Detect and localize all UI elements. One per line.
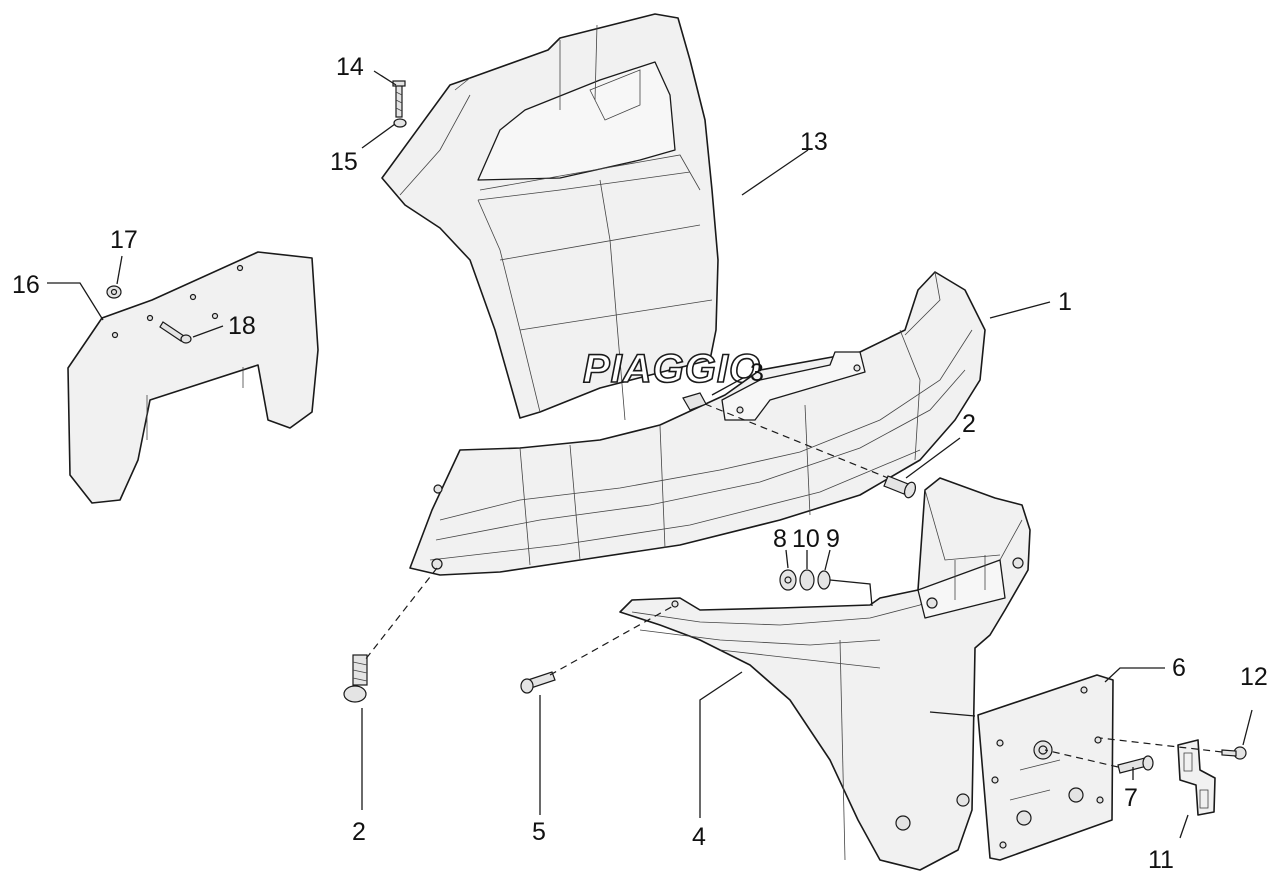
leader-lines <box>47 70 1253 839</box>
callout-9: 9 <box>826 525 840 553</box>
part-1-rear-body <box>409 271 986 576</box>
callout-13: 13 <box>800 128 828 156</box>
part-13-rear-carrier <box>381 13 719 421</box>
assembly-line-3-to-2 <box>704 403 889 479</box>
assembly-line-5 <box>549 604 676 676</box>
part-12-screw <box>1221 746 1247 760</box>
assembly-line-12 <box>1099 737 1223 753</box>
assembly-line-9-8 <box>829 579 873 607</box>
callout-6: 6 <box>1172 654 1186 682</box>
part-17-nut <box>106 285 122 299</box>
callout-2-upper: 2 <box>962 410 976 438</box>
callout-17: 17 <box>110 226 138 254</box>
brand-logo-text: PIAGGIO <box>583 347 761 391</box>
callout-5: 5 <box>532 818 546 846</box>
part-11-small-bracket <box>1177 739 1216 816</box>
callout-12: 12 <box>1240 663 1268 691</box>
part-5-screw <box>520 671 556 694</box>
part-9-washer <box>817 570 831 590</box>
part-2-screw-lower <box>343 654 368 703</box>
part-16-splash-guard <box>67 251 319 504</box>
part-15-washer <box>393 118 407 128</box>
callout-3: 3 <box>750 359 764 387</box>
part-6-plate-bracket <box>977 674 1114 861</box>
callout-8: 8 <box>773 525 787 553</box>
assembly-line-2-lower <box>364 567 438 661</box>
callout-16: 16 <box>12 271 40 299</box>
callout-1: 1 <box>1058 288 1072 316</box>
callout-11: 11 <box>1148 846 1174 874</box>
part-18-pin <box>159 321 192 344</box>
callout-4: 4 <box>692 823 706 851</box>
callout-15: 15 <box>330 148 358 176</box>
part-10-washer <box>799 569 815 591</box>
part-2-screw-upper <box>883 475 917 499</box>
callout-2-lower: 2 <box>352 818 366 846</box>
part-4-rear-mudguard <box>619 477 1031 871</box>
part-8-nut <box>779 569 797 591</box>
assembly-line-4-bracket <box>929 711 976 717</box>
callout-7: 7 <box>1124 784 1138 812</box>
part-7-screw <box>1117 755 1154 774</box>
callout-18: 18 <box>228 312 256 340</box>
callout-14: 14 <box>336 53 364 81</box>
callout-10: 10 <box>792 525 820 553</box>
assembly-line-7 <box>1044 749 1119 768</box>
part-14-screw <box>392 80 406 118</box>
